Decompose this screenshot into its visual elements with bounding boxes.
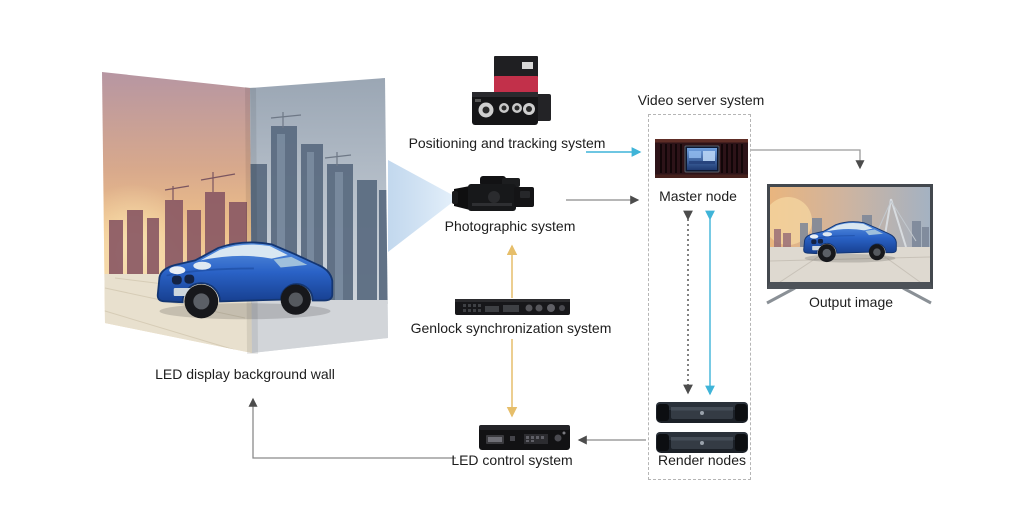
- render-node-unit: [655, 431, 749, 459]
- camera-view-cone: [388, 160, 458, 252]
- arrow-master-to-output: [751, 149, 865, 170]
- tracking-sensor-icon: [470, 54, 554, 133]
- video-server-system-box: [648, 114, 751, 480]
- led-controller-device-icon: [478, 423, 571, 456]
- render-nodes-device-icon: [655, 401, 749, 461]
- arrow-ledcontrol-to-wall: [248, 397, 456, 459]
- label-master-node: Master node: [659, 188, 737, 204]
- label-positioning-system: Positioning and tracking system: [408, 135, 606, 151]
- label-render-nodes: Render nodes: [658, 452, 746, 468]
- label-led-control-system: LED control system: [451, 452, 573, 468]
- label-video-server-system: Video server system: [637, 92, 765, 108]
- led-wall-illustration: [102, 72, 388, 354]
- label-led-wall: LED display background wall: [155, 366, 335, 382]
- label-photographic-system: Photographic system: [444, 218, 576, 234]
- render-node-unit: [655, 401, 749, 429]
- label-output-image: Output image: [808, 294, 894, 310]
- label-genlock-system: Genlock synchronization system: [410, 320, 612, 336]
- master-node-device-icon: [655, 139, 748, 183]
- output-monitor-icon: [764, 184, 933, 289]
- genlock-device-icon: [455, 297, 570, 322]
- monitor-stand: [766, 286, 932, 305]
- camera-icon: [450, 172, 542, 225]
